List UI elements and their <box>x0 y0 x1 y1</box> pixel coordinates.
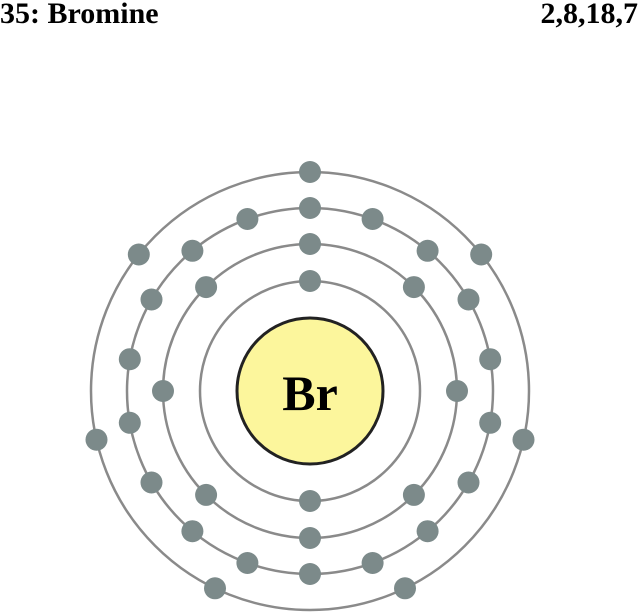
electron-shell-3-16 <box>140 288 163 311</box>
electron-shell-4-2 <box>470 243 493 266</box>
electron-shell-2-1 <box>299 233 321 255</box>
electron-shell-3-7 <box>457 471 480 494</box>
electron-shell-2-2 <box>402 276 425 299</box>
electron-shell-3-15 <box>118 348 141 371</box>
electron-configuration: 2,8,18,7 <box>540 0 639 30</box>
electron-shell-2-5 <box>299 527 321 549</box>
electron-shell-3-6 <box>479 411 502 434</box>
nucleus-circle <box>235 316 385 466</box>
nucleus: Br <box>235 316 385 466</box>
electron-shell-2-4 <box>402 483 425 506</box>
electron-shell-3-14 <box>118 411 141 434</box>
electron-shell-2-7 <box>152 380 174 402</box>
electron-shell-4-6 <box>85 428 108 451</box>
element-name: 35: Bromine <box>0 0 159 30</box>
electron-shell-3-12 <box>181 520 204 543</box>
electron-shell-4-5 <box>204 577 226 600</box>
electron-shell-3-17 <box>181 239 204 262</box>
electron-shell-4-4 <box>394 577 416 600</box>
electron-shell-4-1 <box>299 161 321 183</box>
electron-shell-2-6 <box>195 483 218 506</box>
electron-shell-3-18 <box>236 208 259 230</box>
electron-shell-3-2 <box>361 208 384 230</box>
electron-group <box>85 161 535 600</box>
electron-shell-3-13 <box>140 471 163 494</box>
electron-shell-2-3 <box>446 380 468 402</box>
electron-shell-1-1 <box>299 270 321 292</box>
electron-shell-3-1 <box>299 197 321 219</box>
electron-shell-3-5 <box>479 348 502 371</box>
electron-shell-4-3 <box>512 428 535 451</box>
electron-shell-3-11 <box>236 552 259 574</box>
electron-shell-4-7 <box>127 243 150 266</box>
electron-shell-3-10 <box>299 563 321 585</box>
electron-shell-3-8 <box>416 520 439 543</box>
electron-shell-3-9 <box>361 552 384 574</box>
electron-shell-3-3 <box>416 239 439 262</box>
electron-shell-2-8 <box>195 276 218 299</box>
element-symbol: Br <box>282 365 338 421</box>
electron-shell-1-2 <box>299 490 321 512</box>
electron-shell-3-4 <box>457 288 480 311</box>
